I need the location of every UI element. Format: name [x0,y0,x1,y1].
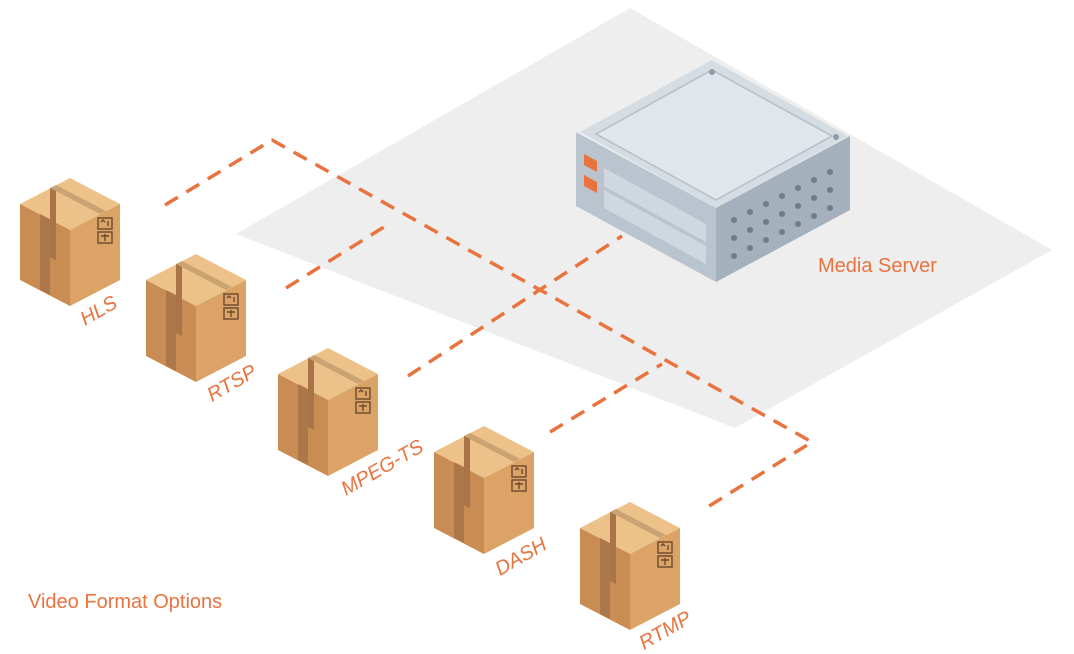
server-status-light [584,154,597,172]
connector-lines [164,137,816,510]
format-package-dash [433,425,535,555]
connector-rtsp [285,220,393,290]
server-status-light [584,175,597,193]
connector-hls [164,137,816,510]
format-package-hls [19,177,121,307]
connector-mpeg-ts [407,234,623,378]
media-server [576,60,850,282]
server-vents [731,169,833,259]
format-package-rtmp [579,501,681,631]
format-package-mpeg-ts [277,347,379,477]
connector-dash [549,362,663,434]
server-label: Media Server [818,255,937,277]
section-label: Video Format Options [28,591,222,613]
format-package-rtsp [145,253,247,383]
